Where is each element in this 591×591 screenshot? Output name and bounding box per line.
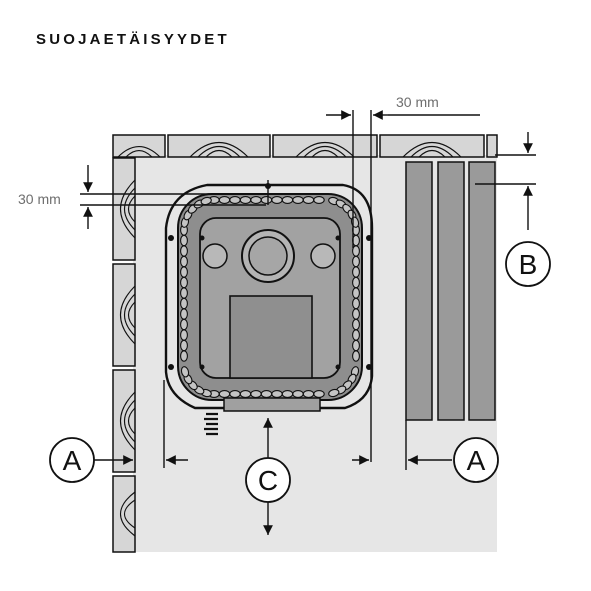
heater-stone-stud — [271, 196, 283, 204]
heater-stone-stud — [302, 196, 315, 204]
heater-stone-stud — [229, 390, 241, 398]
heater-stone-stud — [180, 297, 188, 310]
heater-stone-stud — [313, 390, 325, 398]
heater-stone-stud — [260, 390, 273, 398]
heater-stone-stud — [352, 255, 360, 268]
heater-stone-stud — [260, 196, 273, 204]
rail-mounts — [168, 183, 372, 370]
heater-stone-stud — [352, 318, 360, 331]
heater-stone-stud — [313, 196, 325, 204]
label-a-right-circle — [453, 437, 499, 483]
top-wall — [112, 134, 498, 158]
heater-stone-stud — [180, 339, 188, 352]
heater-stone-stud — [281, 390, 294, 398]
a-right-dimension — [352, 420, 452, 470]
heater-stone-stud — [180, 234, 188, 247]
heater-stone-stud — [352, 287, 360, 299]
heater-stone-stud — [292, 390, 304, 398]
heater-stone-stud — [352, 329, 360, 341]
heater-stone-stud — [271, 390, 283, 398]
heater-stone-stud — [180, 329, 188, 341]
heater-stone-stud — [180, 245, 188, 257]
heater-stone-stud — [180, 318, 188, 331]
label-c: C — [258, 465, 278, 496]
heater-stone-stud — [218, 196, 231, 204]
heater-stone-stud — [250, 390, 262, 398]
page-title: SUOJAETÄISYYDET — [36, 31, 230, 48]
left-wall — [112, 157, 136, 553]
left-gap-label: 30 mm — [18, 191, 61, 207]
heater-stone-stud — [180, 308, 188, 320]
b-dimension — [475, 132, 536, 230]
label-c-circle — [245, 457, 291, 503]
heater-stone-stud — [180, 255, 188, 268]
bench-panels — [405, 161, 496, 421]
heater-stone-stud — [180, 350, 188, 362]
label-a-right: A — [467, 445, 486, 476]
heater-stone-stud — [180, 366, 190, 378]
label-b-circle — [505, 241, 551, 287]
heater-stone-stud — [239, 390, 252, 398]
heater — [177, 193, 363, 436]
heater-stone-stud — [180, 287, 188, 299]
heater-stone-stud — [229, 196, 241, 204]
heater-stone-stud — [352, 350, 360, 362]
heater-stone-stud — [218, 390, 231, 398]
heater-stone-stud — [352, 297, 360, 310]
heater-stone-stud — [352, 266, 360, 278]
left-gap-dimension — [80, 165, 269, 229]
heater-stone-stud — [352, 339, 360, 352]
top-gap-label: 30 mm — [396, 94, 439, 110]
a-left-dimension — [92, 380, 188, 468]
heater-stone-stud — [328, 388, 340, 398]
heater-stone-stud — [239, 196, 252, 204]
heater-stone-stud — [180, 276, 188, 289]
label-a-left: A — [63, 445, 82, 476]
heater-stone-stud — [180, 266, 188, 278]
label-a-left-circle — [49, 437, 95, 483]
top-gap-dimension — [326, 110, 480, 462]
heater-stone-stud — [200, 196, 212, 206]
heater-stone-stud — [352, 308, 360, 320]
label-b: B — [519, 249, 538, 280]
heater-stone-stud — [250, 196, 262, 204]
heater-stone-stud — [302, 390, 315, 398]
heater-stone-stud — [281, 196, 294, 204]
heater-stone-stud — [292, 196, 304, 204]
heater-stone-stud — [352, 276, 360, 289]
